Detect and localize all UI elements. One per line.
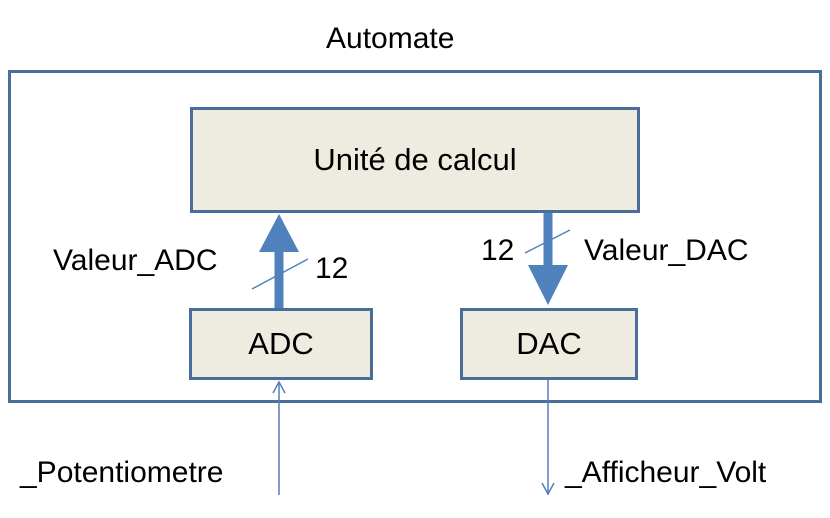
potentiometer-input-arrow [272, 380, 286, 495]
compute-unit-block: Unité de calcul [190, 107, 640, 213]
volt-display-output-label: _Afficheur_Volt [565, 456, 767, 489]
diagram-title: Automate [326, 22, 455, 55]
dac-value-label: Valeur_DAC [584, 234, 749, 267]
dac-label: DAC [516, 326, 582, 361]
adc-value-label: Valeur_ADC [53, 244, 218, 277]
volt-display-output-arrow [541, 380, 555, 496]
adc-block: ADC [189, 308, 373, 380]
adc-to-compute-arrow [259, 214, 299, 308]
adc-label: ADC [248, 326, 314, 361]
adc-bus-slash [251, 258, 309, 290]
dac-block: DAC [460, 308, 638, 380]
compute-to-dac-arrow [528, 213, 568, 305]
compute-unit-label: Unité de calcul [313, 142, 517, 177]
dac-bus-slash [524, 229, 571, 254]
potentiometer-input-label: _Potentiometre [20, 456, 224, 489]
adc-bit-width: 12 [315, 252, 349, 285]
dac-bit-width: 12 [481, 234, 515, 267]
